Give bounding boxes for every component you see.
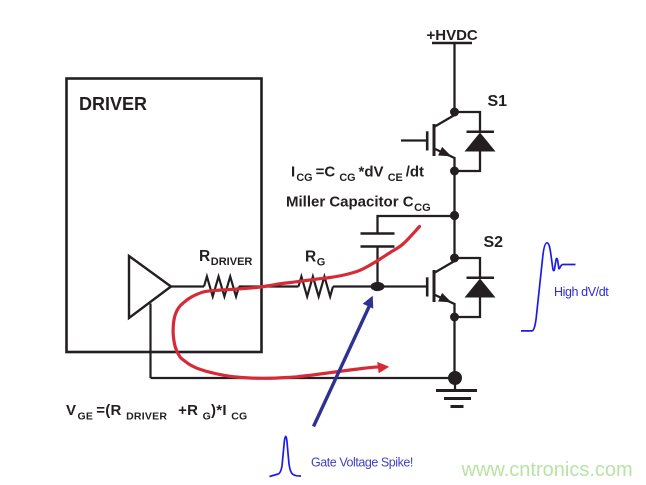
svg-text:VGE =(R DRIVER +R G)*I CG: VGE =(R DRIVER +R G)*I CG (66, 402, 247, 423)
svg-text:S1: S1 (488, 93, 508, 110)
svg-text:S2: S2 (484, 234, 504, 251)
svg-text:DRIVER: DRIVER (79, 94, 147, 114)
svg-text:Gate Voltage Spike!: Gate Voltage Spike! (311, 456, 413, 470)
svg-text:+HVDC: +HVDC (427, 27, 478, 44)
svg-text:ICG =C CG *dV CE /dt: ICG =C CG *dV CE /dt (291, 164, 424, 185)
svg-text:High dV/dt: High dV/dt (554, 285, 609, 299)
svg-text:Miller Capacitor CCG: Miller Capacitor CCG (286, 194, 431, 215)
svg-text:www.cntronics.com: www.cntronics.com (461, 459, 633, 481)
